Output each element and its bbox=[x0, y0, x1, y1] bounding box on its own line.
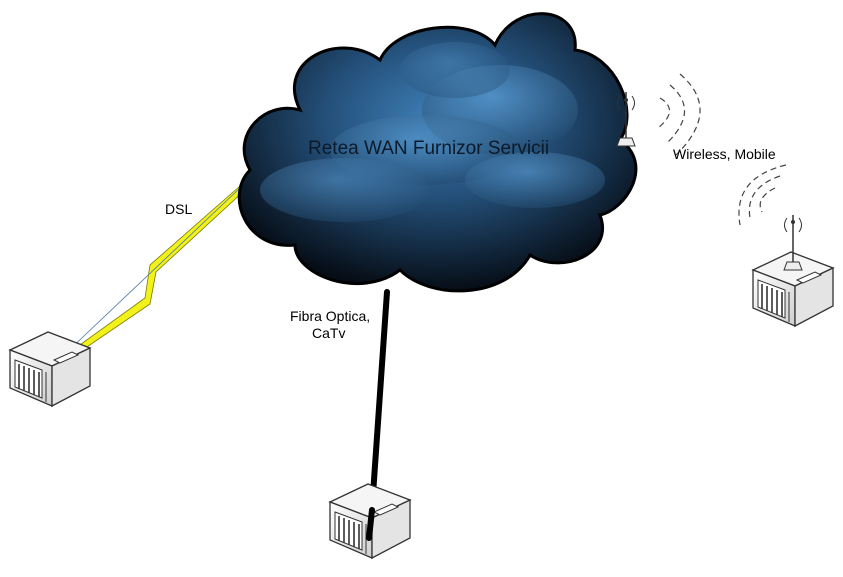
fiber-link-line-end bbox=[366, 507, 375, 541]
fiber-label-line1: Fibra Optica, bbox=[290, 308, 370, 324]
cloud-title: Retea WAN Furnizor Servicii bbox=[308, 138, 549, 159]
dsl-label: DSL bbox=[165, 201, 192, 217]
wan-cloud-icon bbox=[237, 12, 638, 293]
device-dsl bbox=[9, 331, 91, 407]
radio-waves-icon bbox=[657, 73, 701, 156]
fiber-label-line2: CaTv bbox=[312, 325, 345, 341]
wireless-label: Wireless, Mobile bbox=[673, 146, 776, 162]
radio-antenna-icon bbox=[616, 92, 636, 147]
radio-waves-icon-device bbox=[738, 164, 787, 226]
device-wireless bbox=[752, 215, 834, 327]
